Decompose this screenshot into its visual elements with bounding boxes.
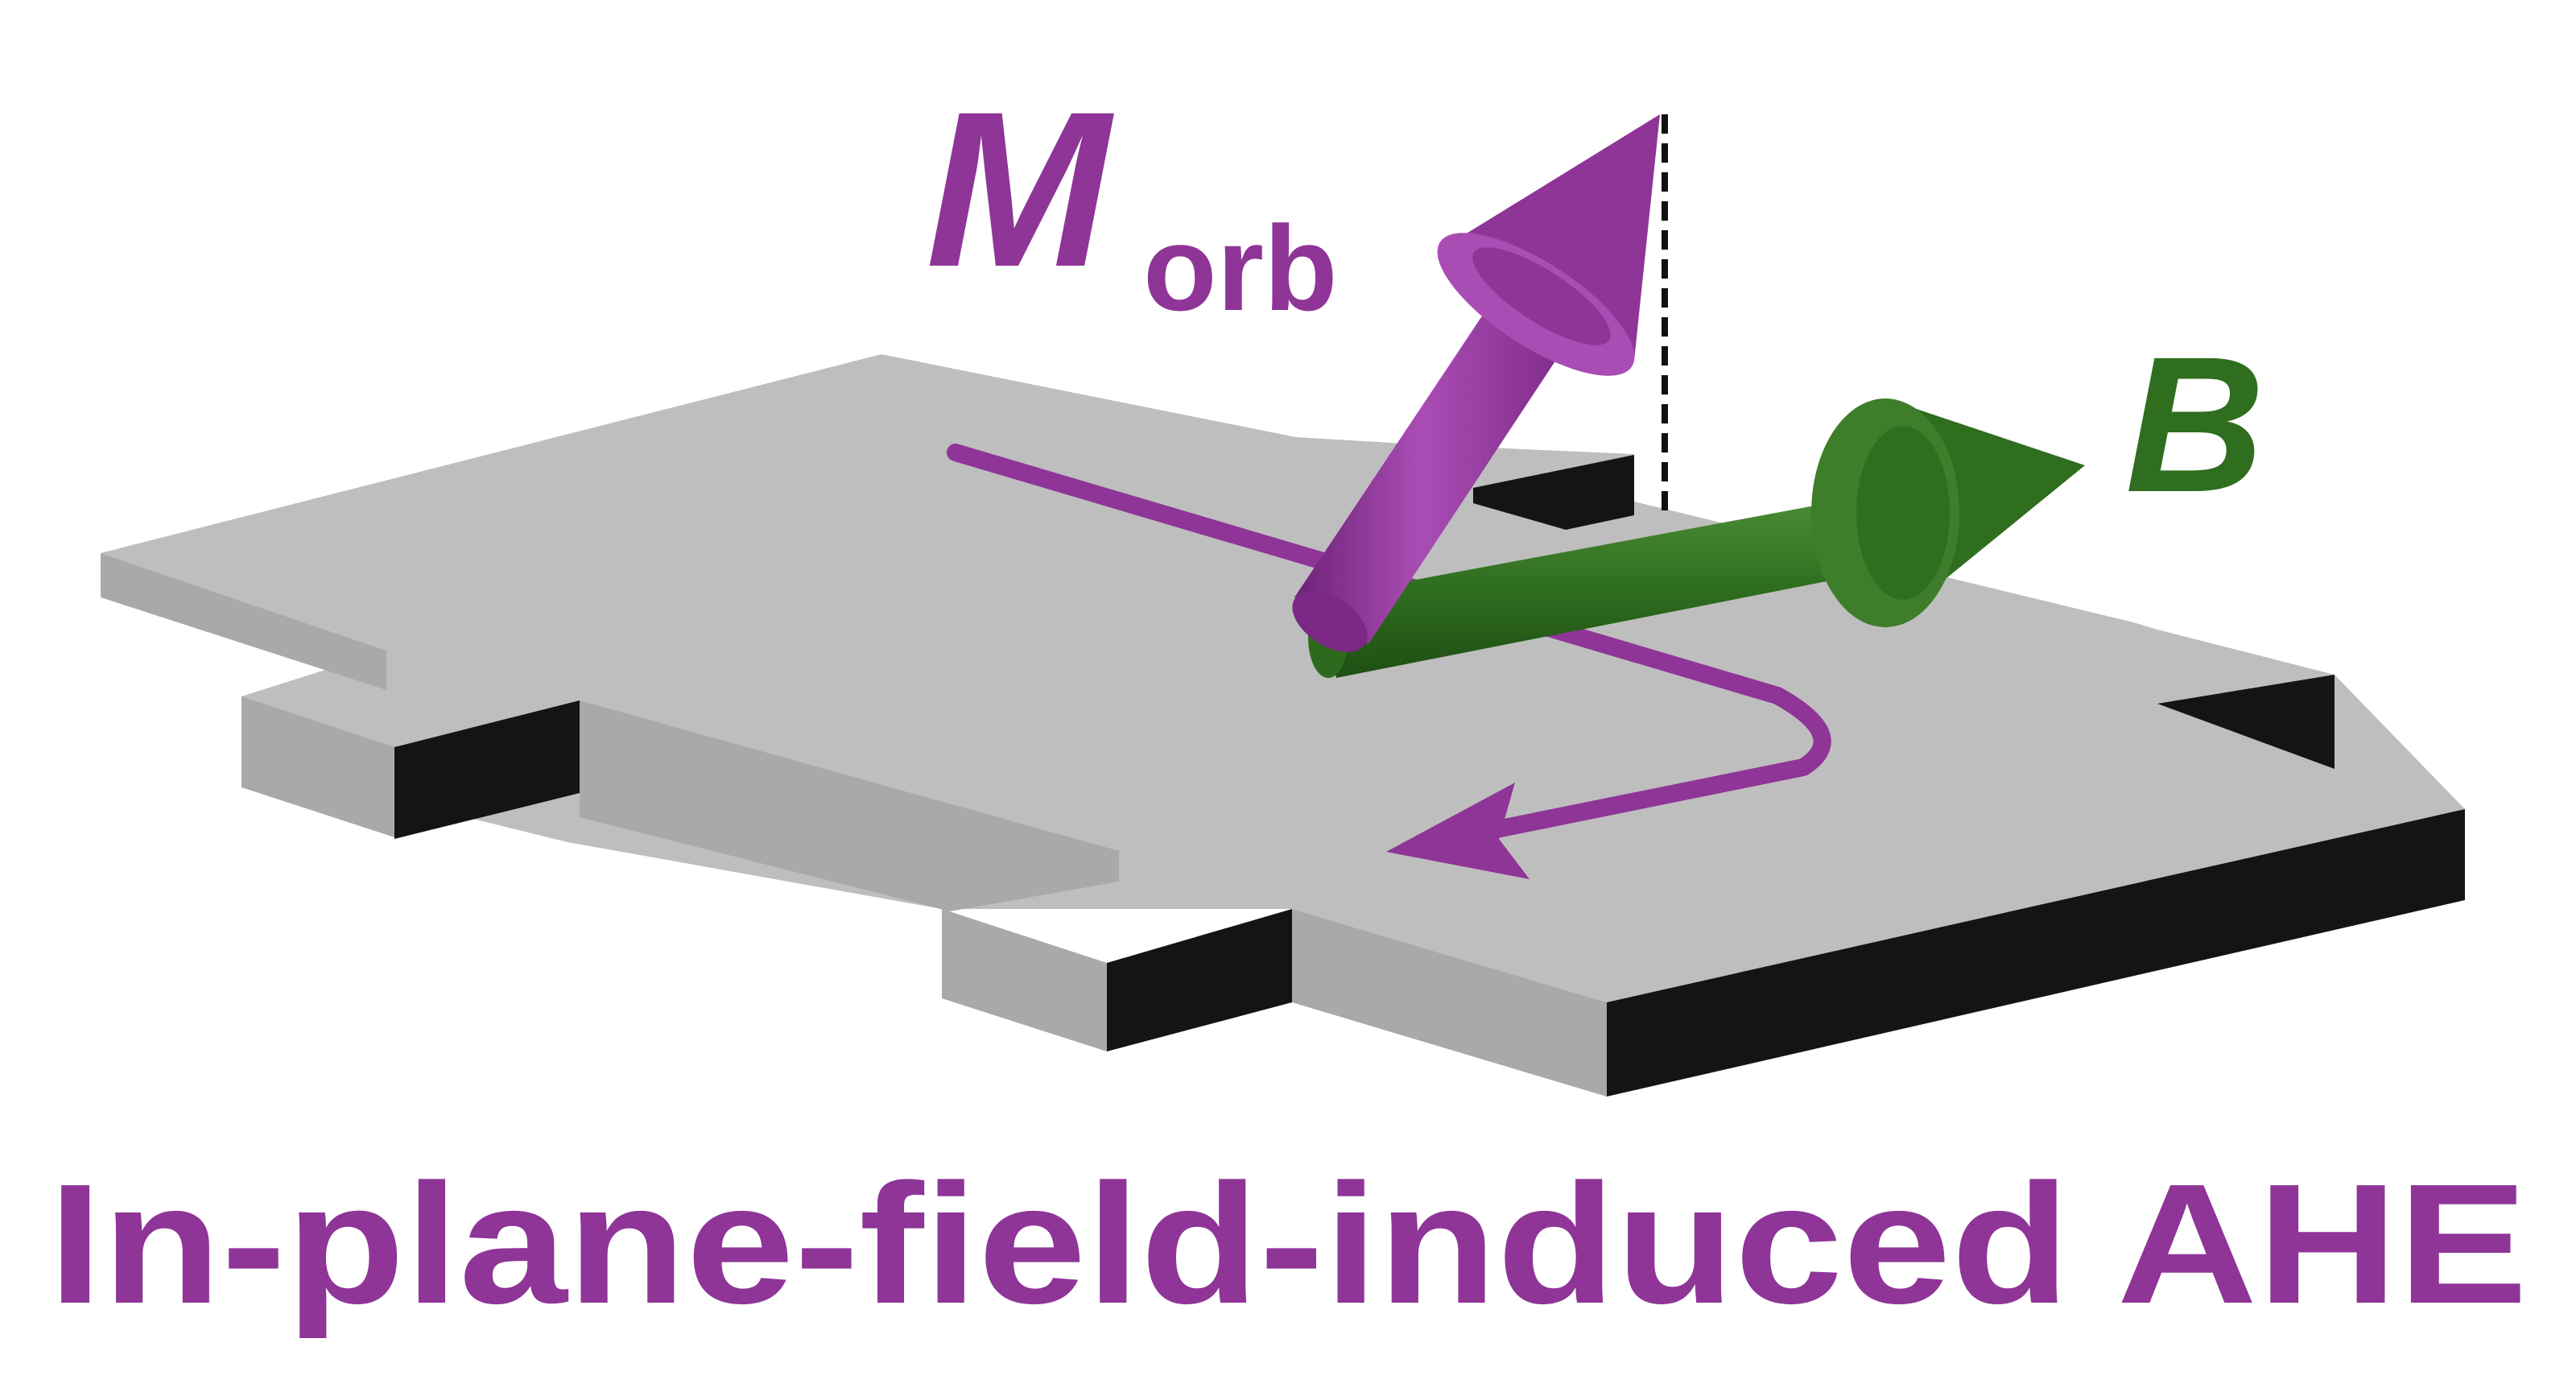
tab-shadow-left bbox=[394, 700, 580, 839]
slab-front-face-left bbox=[101, 553, 386, 690]
tab-shadow-back-top bbox=[1473, 455, 1634, 530]
m-arrow-shaft bbox=[1294, 283, 1578, 644]
current-line bbox=[947, 444, 1831, 846]
hall-bar-slab bbox=[101, 354, 2465, 1097]
m-arrow-head bbox=[1438, 114, 1660, 361]
current-arrowhead bbox=[1386, 783, 1530, 879]
b-arrow-head-rim bbox=[1856, 426, 1950, 600]
m-orb-arrow bbox=[1292, 114, 1660, 652]
hall-current-path bbox=[947, 444, 1831, 879]
m-arrow-shaft-end bbox=[1292, 591, 1368, 652]
slab-shadow-right bbox=[1607, 809, 2465, 1097]
tab-shadow-bottom bbox=[1107, 909, 1292, 1051]
b-field-arrow bbox=[1308, 399, 2085, 678]
m-orb-subscript: orb bbox=[1143, 200, 1338, 336]
m-arrow-head-rim bbox=[1472, 247, 1611, 345]
tab-shadow-back-right bbox=[2157, 675, 2334, 769]
diagram-caption: In-plane-field-induced AHE bbox=[48, 1148, 2528, 1339]
slab-front-face-right bbox=[1292, 909, 1607, 1097]
slab-front-face-middle bbox=[580, 700, 1119, 911]
tab-face-bottom bbox=[942, 909, 1107, 1051]
m-orb-symbol: M bbox=[926, 66, 1116, 313]
tab-face-left bbox=[242, 696, 394, 837]
b-field-symbol: B bbox=[2125, 316, 2264, 532]
b-arrow-shaft bbox=[1320, 494, 1884, 678]
